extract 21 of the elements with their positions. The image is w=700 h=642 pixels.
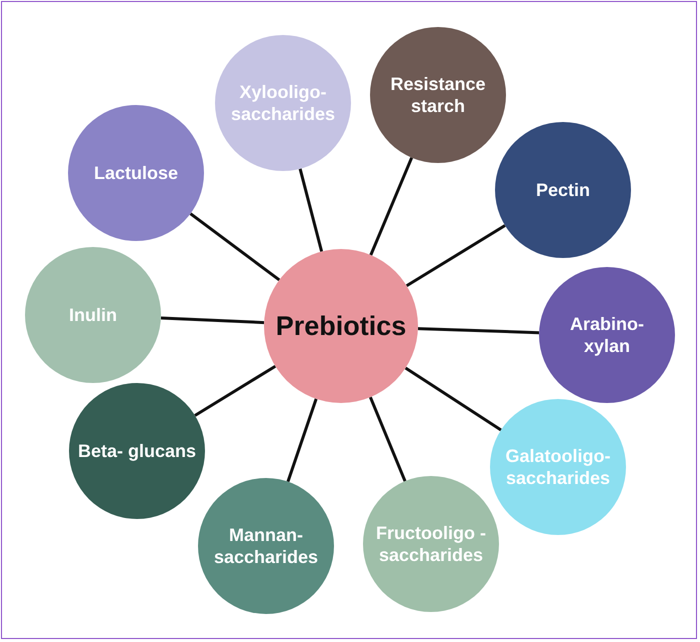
- node-label: Fructooligo -saccharides: [375, 522, 487, 566]
- connector-line: [418, 327, 540, 334]
- node-label: Beta- glucans: [78, 440, 196, 462]
- node-label: Inulin: [69, 304, 117, 326]
- node-label: Lactulose: [94, 162, 178, 184]
- node-label: Xylooligo- saccharides: [230, 81, 336, 125]
- connector-line: [160, 316, 264, 324]
- connector-line: [404, 366, 502, 432]
- connector-line: [190, 212, 280, 282]
- connector-line: [406, 224, 506, 288]
- connector-line: [286, 398, 318, 482]
- node-label: Galatooligo- saccharides: [504, 445, 612, 489]
- connector-line: [369, 157, 414, 256]
- node-label: Pectin: [536, 179, 590, 201]
- node-label: Arabino- xylan: [569, 313, 645, 357]
- connector-line: [194, 364, 276, 417]
- connector-line: [369, 396, 406, 482]
- node-label: Prebiotics: [276, 311, 406, 341]
- node-label: Resistance starch: [389, 73, 487, 117]
- node-label: Mannan- saccharides: [212, 524, 320, 568]
- connector-line: [298, 168, 324, 252]
